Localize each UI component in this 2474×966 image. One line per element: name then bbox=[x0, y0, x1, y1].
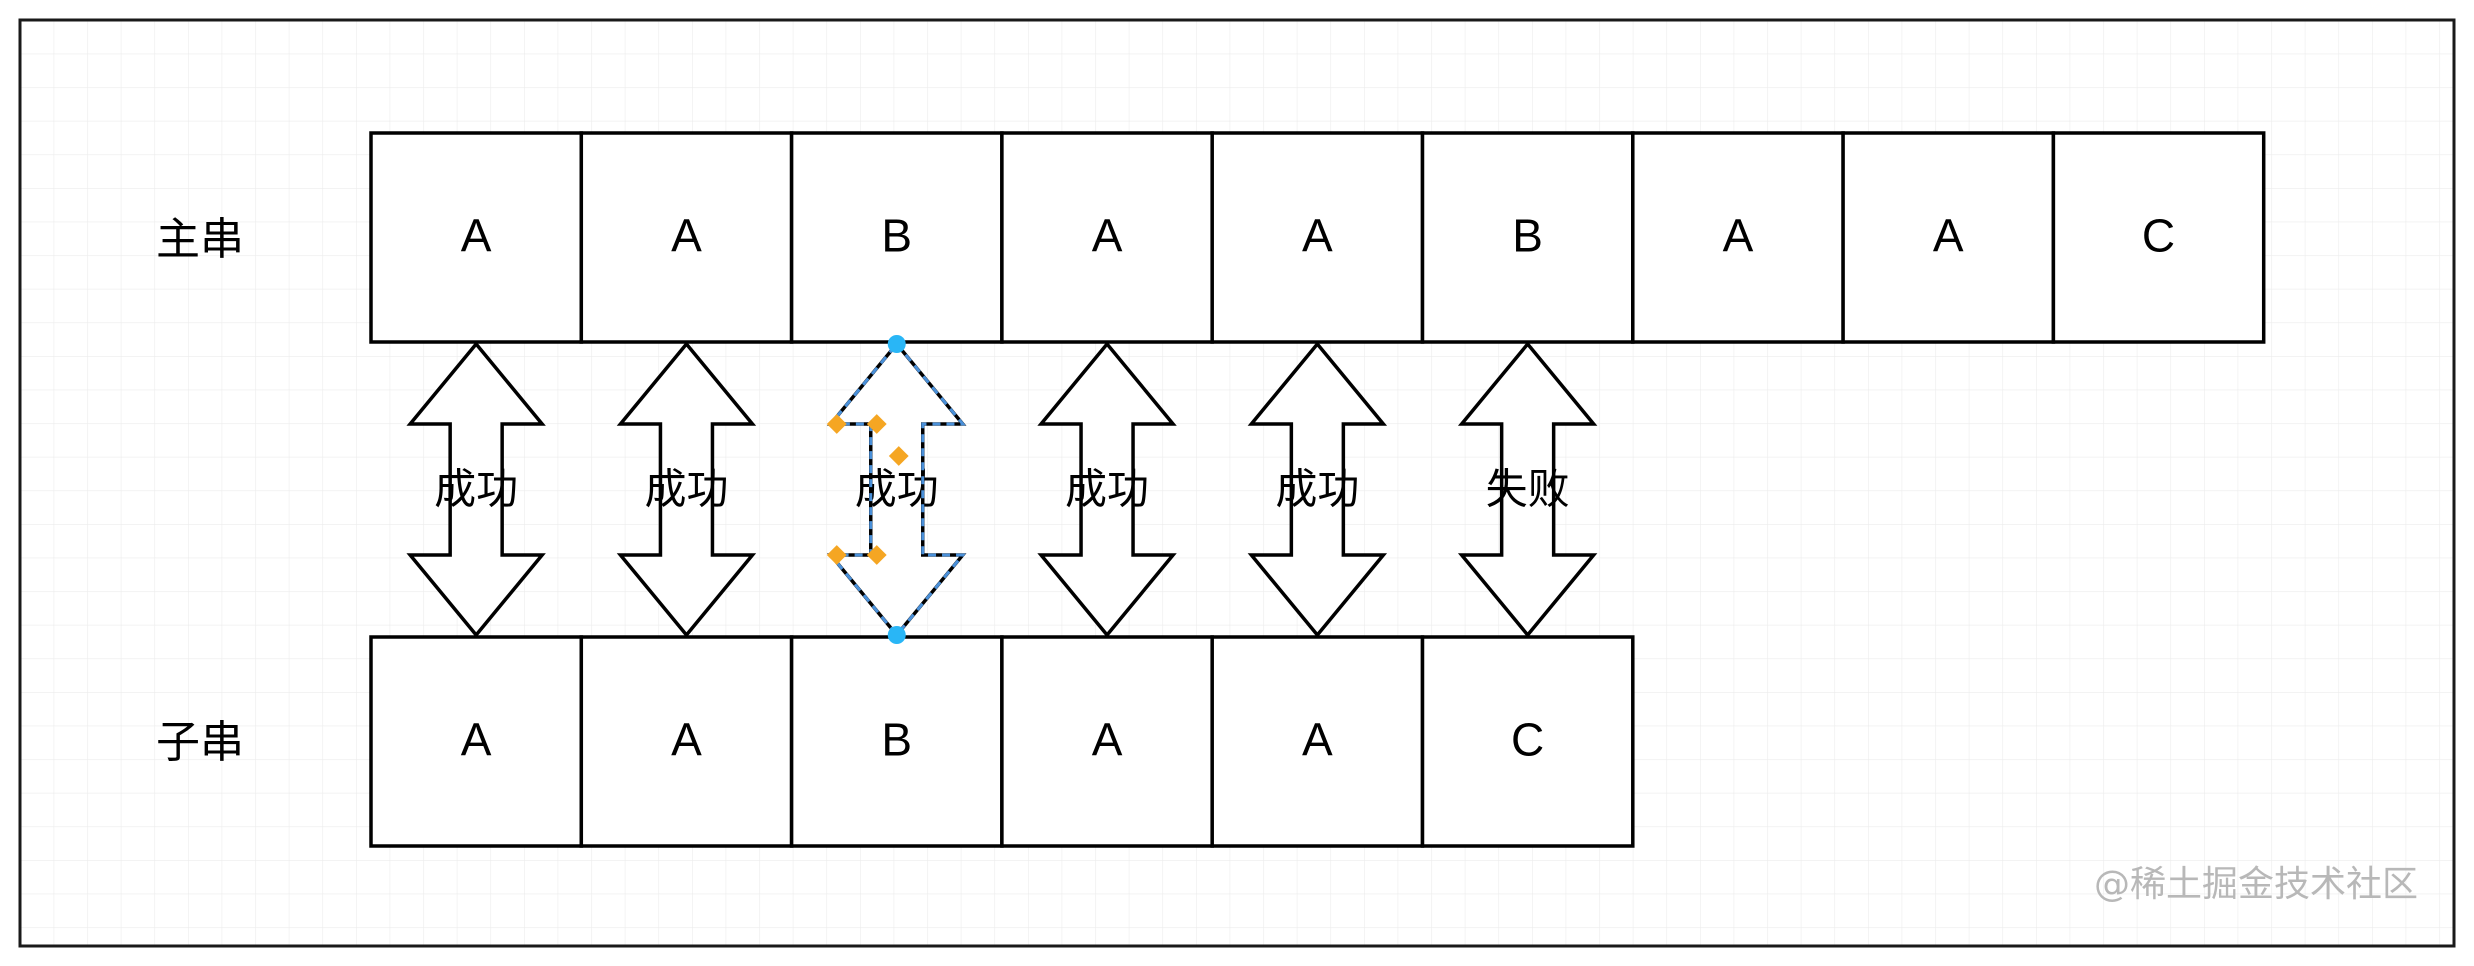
selection-overlay bbox=[826, 335, 966, 644]
main-cell-char: A bbox=[461, 210, 492, 262]
main-cell-char: A bbox=[1933, 210, 1964, 262]
control-point-handle[interactable] bbox=[826, 545, 847, 565]
double-arrow-shape[interactable] bbox=[1247, 341, 1388, 638]
main-cell[interactable] bbox=[1841, 131, 2056, 344]
sub-cell-char: A bbox=[461, 714, 492, 766]
sub-cell-char: C bbox=[1511, 714, 1544, 766]
double-arrow-shape[interactable] bbox=[616, 341, 757, 638]
main-cell[interactable] bbox=[1631, 131, 1845, 344]
sub-cell-char: A bbox=[1302, 714, 1333, 766]
comparison-result-label: 失败 bbox=[1486, 465, 1570, 514]
main-cell[interactable] bbox=[579, 131, 794, 344]
double-arrow-shape[interactable] bbox=[406, 341, 546, 638]
main-cell[interactable] bbox=[369, 131, 584, 344]
control-point-handle[interactable] bbox=[826, 414, 847, 434]
main-cell-char: B bbox=[1512, 210, 1543, 262]
double-arrow-shape[interactable] bbox=[1457, 341, 1598, 638]
main-cell[interactable] bbox=[2051, 131, 2266, 344]
comparison-result-label: 成功 bbox=[855, 465, 939, 514]
sub-cell-char: A bbox=[1092, 714, 1123, 766]
control-point-handle[interactable] bbox=[866, 545, 887, 565]
sub-cell-char: A bbox=[671, 714, 702, 766]
sub-cell[interactable] bbox=[579, 635, 794, 848]
sub-cell-char: B bbox=[881, 714, 912, 766]
selection-outline bbox=[827, 341, 966, 638]
connection-handle-bottom[interactable] bbox=[887, 626, 906, 644]
double-arrow-shape[interactable] bbox=[1037, 341, 1177, 638]
comparison-result-label: 成功 bbox=[1065, 465, 1149, 514]
main-cell-char: A bbox=[671, 210, 702, 262]
main-string-label: 主串 bbox=[156, 214, 244, 265]
canvas-frame bbox=[18, 18, 2456, 948]
comparison-result-label: 成功 bbox=[1275, 465, 1359, 514]
sub-cell[interactable] bbox=[789, 635, 1004, 848]
main-cell-char: C bbox=[2142, 210, 2175, 262]
watermark: @稀土掘金技术社区 bbox=[2094, 864, 2418, 905]
comparison-result-label: 成功 bbox=[644, 465, 728, 514]
connection-handle-top[interactable] bbox=[887, 335, 906, 353]
control-point-handle[interactable] bbox=[888, 446, 909, 466]
comparison-result-label: 成功 bbox=[434, 465, 518, 514]
main-cell-char: A bbox=[1092, 210, 1123, 262]
main-cell-char: A bbox=[1723, 210, 1754, 262]
sub-cell[interactable] bbox=[1420, 635, 1635, 848]
sub-string-label: 子串 bbox=[156, 717, 244, 768]
comparison-arrows: 成功 成功 成功 成功 成功 失败 bbox=[406, 341, 1598, 638]
main-cell[interactable] bbox=[1210, 131, 1425, 344]
main-cell-char: A bbox=[1302, 210, 1333, 262]
main-cell-char: B bbox=[881, 210, 912, 262]
control-point-handle[interactable] bbox=[866, 414, 887, 434]
